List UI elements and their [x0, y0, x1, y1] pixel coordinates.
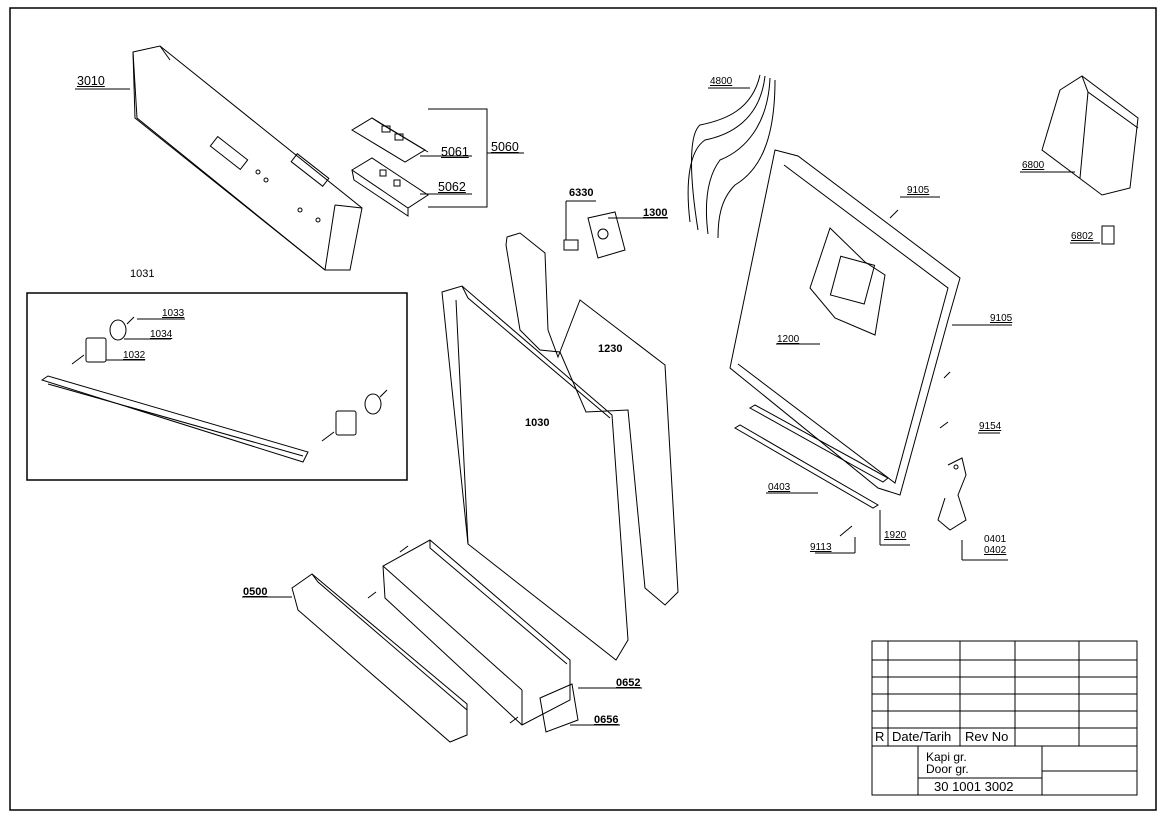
label-0402: 0402 — [984, 545, 1007, 556]
label-0652: 0652 — [616, 677, 641, 689]
part-1300-lock — [587, 211, 626, 259]
part-4800-cable-harness — [687, 74, 776, 239]
part-6802-small-part — [1101, 225, 1115, 245]
title-block-rev-header: Rev No — [965, 729, 1009, 744]
label-0403: 0403 — [768, 482, 791, 493]
label-4800: 4800 — [710, 76, 733, 87]
part-6330-clip — [563, 239, 579, 251]
label-1030: 1030 — [525, 417, 550, 429]
part-1032-end-caps — [71, 337, 357, 442]
label-0500: 0500 — [243, 586, 268, 598]
label-1033: 1033 — [162, 308, 185, 319]
label-0656: 0656 — [594, 714, 619, 726]
part-0656-cover — [539, 683, 579, 733]
part-1031-handle-bar — [40, 375, 309, 463]
label-1230: 1230 — [598, 343, 623, 355]
label-1034: 1034 — [150, 329, 173, 340]
label-9154: 9154 — [979, 421, 1002, 432]
label-1300: 1300 — [643, 207, 668, 219]
label-1032: 1032 — [123, 350, 146, 361]
part-0401-hinge — [937, 457, 967, 531]
label-1920: 1920 — [884, 530, 907, 541]
label-0401: 0401 — [984, 534, 1007, 545]
part-1033-screws — [126, 316, 388, 398]
part-5061-module — [351, 117, 429, 163]
title-block-date-header: Date/Tarih — [892, 729, 952, 744]
label-6800: 6800 — [1022, 160, 1045, 171]
label-5061: 5061 — [441, 145, 469, 159]
label-1031: 1031 — [130, 268, 155, 280]
part-3010-control-panel — [132, 45, 363, 271]
part-1230-insulation — [505, 232, 679, 606]
label-6802: 6802 — [1071, 231, 1094, 242]
part-1200-outer-door — [729, 149, 961, 496]
label-5062: 5062 — [438, 180, 466, 194]
part-0500-kick-plate — [291, 573, 468, 743]
label-3010: 3010 — [77, 74, 105, 88]
title-block-drawing-number: 30 1001 3002 — [934, 779, 1014, 794]
label-1200: 1200 — [777, 334, 800, 345]
label-9113: 9113 — [810, 542, 832, 553]
part-0652-bottom-frame — [382, 539, 571, 726]
label-9105-side: 9105 — [990, 313, 1013, 324]
inset-1031-box — [26, 292, 408, 481]
title-block-title-en: Door gr. — [926, 762, 969, 776]
part-1034-discs — [109, 319, 382, 415]
part-1030-inner-door-panel — [441, 285, 629, 661]
title-block-title-tr: Kapi gr. — [926, 750, 967, 764]
label-5060: 5060 — [491, 140, 519, 154]
drawing-frame — [9, 7, 1157, 811]
label-9105-top: 9105 — [907, 185, 930, 196]
part-0403-strips — [734, 404, 889, 509]
label-6330: 6330 — [569, 187, 594, 199]
title-block — [871, 640, 1138, 796]
part-6800-dispenser — [1041, 75, 1139, 196]
title-block-rev-mark: R — [875, 729, 885, 744]
part-5062-module — [351, 157, 429, 217]
